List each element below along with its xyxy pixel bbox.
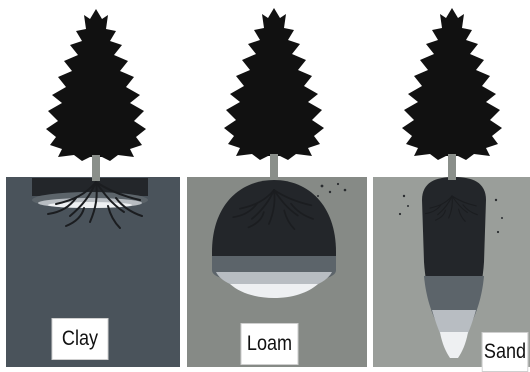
tree-icon	[46, 9, 146, 181]
soil-label-clay: Clay	[52, 318, 109, 360]
soil-label-loam: Loam	[241, 323, 299, 365]
tree-icon	[224, 8, 324, 180]
soil-label-sand: Sand	[482, 332, 528, 372]
panel-loam	[187, 8, 367, 367]
panel-sand	[373, 8, 530, 367]
tree-icon	[402, 8, 502, 180]
panel-clay	[6, 9, 180, 367]
